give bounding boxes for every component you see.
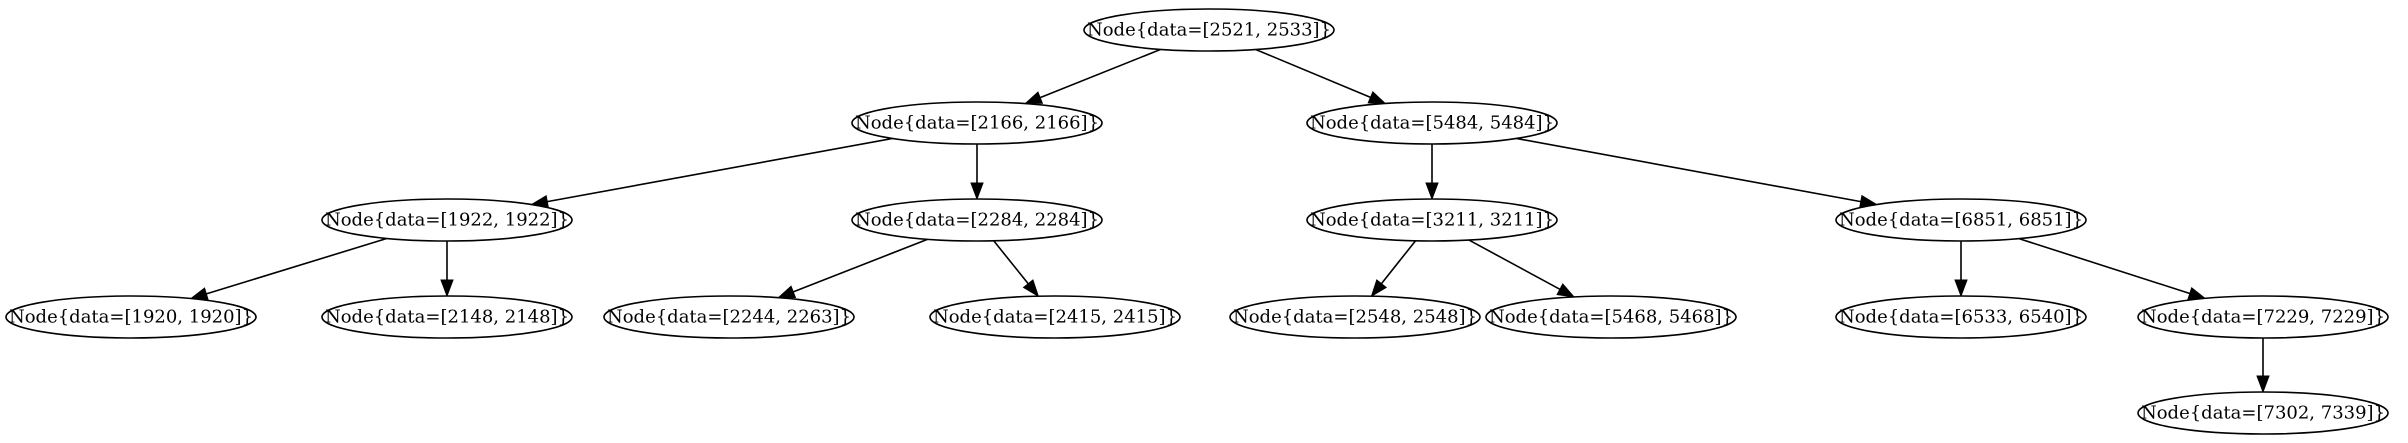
edges-layer [189, 48, 2270, 394]
node-label: Node{data=[2166, 2166]} [855, 113, 1099, 134]
edge-n6851-n7229 [2018, 237, 2207, 300]
node-label: Node{data=[2521, 2533]} [1087, 20, 1331, 41]
edge-n3211-n5468 [1468, 239, 1576, 298]
node-ellipse [851, 101, 1103, 145]
edge-n2284-n2244 [777, 238, 928, 299]
edge-arrowhead [2256, 375, 2270, 394]
node-label: Node{data=[2148, 2148]} [325, 307, 569, 328]
node-label: Node{data=[1920, 1920]} [9, 307, 253, 328]
node-ellipse [321, 295, 573, 339]
edge-n3211-n2548 [1370, 240, 1417, 298]
nodes-layer: Node{data=[2521, 2533]} Node{data=[2166, … [5, 8, 2389, 435]
edge-n6851-n6533 [1954, 241, 1968, 298]
edge-line [1516, 137, 1861, 203]
edge-arrowhead [1954, 279, 1968, 298]
edge-line [1255, 48, 1371, 99]
node-ellipse [1306, 101, 1558, 145]
tree-node-n3211: Node{data=[3211, 3211]} [1306, 198, 1558, 242]
tree-node-n2148: Node{data=[2148, 2148]} [321, 295, 573, 339]
tree-node-n2166: Node{data=[2166, 2166]} [851, 101, 1103, 145]
edge-line [1380, 240, 1417, 285]
edge-arrowhead [440, 279, 454, 298]
node-ellipse [1485, 295, 1737, 339]
node-label: Node{data=[2415, 2415]} [933, 307, 1177, 328]
edge-n5484-n6851 [1516, 137, 1878, 209]
tree-node-n1920: Node{data=[1920, 1920]} [5, 295, 257, 339]
node-ellipse [1306, 198, 1558, 242]
edge-line [1468, 239, 1561, 291]
edge-line [792, 238, 928, 293]
edge-arrowhead [1370, 279, 1388, 298]
node-label: Node{data=[7229, 7229]} [2141, 307, 2385, 328]
edge-line [2018, 237, 2191, 295]
tree-node-n2415: Node{data=[2415, 2415]} [929, 295, 1181, 339]
tree-node-n6533: Node{data=[6533, 6540]} [1835, 295, 2087, 339]
node-label: Node{data=[2548, 2548]} [1233, 307, 1477, 328]
tree-node-n5484: Node{data=[5484, 5484]} [1306, 101, 1558, 145]
node-label: Node{data=[1922, 1922]} [325, 210, 569, 231]
tree-node-n7229: Node{data=[7229, 7229]} [2137, 295, 2389, 339]
edge-arrowhead [970, 182, 984, 201]
edge-n1922-n1920 [189, 237, 388, 301]
node-ellipse [929, 295, 1181, 339]
tree-node-n7302: Node{data=[7302, 7339]} [2137, 391, 2389, 435]
edge-n7229-n7302 [2256, 338, 2270, 394]
tree-node-n2548: Node{data=[2548, 2548]} [1229, 295, 1481, 339]
edge-line [993, 240, 1029, 285]
node-ellipse [1229, 295, 1481, 339]
edge-n2166-n2284 [970, 144, 984, 201]
edge-arrowhead [1022, 279, 1040, 298]
edge-arrowhead [777, 285, 797, 299]
node-label: Node{data=[7302, 7339]} [2141, 403, 2385, 424]
edge-n5484-n3211 [1425, 144, 1439, 201]
tree-node-n2284: Node{data=[2284, 2284]} [851, 198, 1103, 242]
edge-line [206, 237, 388, 295]
edge-line [1039, 48, 1161, 99]
edge-n2521-n5484 [1255, 48, 1387, 105]
tree-node-n6851: Node{data=[6851, 6851]} [1835, 198, 2087, 242]
edge-n2521-n2166 [1023, 48, 1161, 105]
tree-node-n5468: Node{data=[5468, 5468]} [1485, 295, 1737, 339]
node-ellipse [1835, 198, 2087, 242]
tree-node-n2521: Node{data=[2521, 2533]} [1083, 8, 1335, 52]
tree-node-n1922: Node{data=[1922, 1922]} [321, 198, 573, 242]
node-ellipse [851, 198, 1103, 242]
tree-node-n2244: Node{data=[2244, 2263]} [603, 295, 855, 339]
node-label: Node{data=[6851, 6851]} [1839, 210, 2083, 231]
node-ellipse [1835, 295, 2087, 339]
node-label: Node{data=[2244, 2263]} [607, 307, 851, 328]
node-ellipse [2137, 295, 2389, 339]
node-ellipse [5, 295, 257, 339]
node-label: Node{data=[6533, 6540]} [1839, 307, 2083, 328]
node-label: Node{data=[3211, 3211]} [1310, 210, 1554, 231]
node-ellipse [321, 198, 573, 242]
edge-arrowhead [1425, 182, 1439, 201]
edge-n2166-n1922 [530, 137, 893, 209]
edge-arrowhead [189, 287, 209, 301]
node-label: Node{data=[5468, 5468]} [1489, 307, 1733, 328]
node-ellipse [2137, 391, 2389, 435]
edge-arrowhead [2187, 286, 2207, 300]
node-ellipse [603, 295, 855, 339]
node-ellipse [1083, 8, 1335, 52]
node-label: Node{data=[2284, 2284]} [855, 210, 1099, 231]
edge-n2284-n2415 [993, 240, 1040, 298]
edge-n1922-n2148 [440, 241, 454, 298]
node-label: Node{data=[5484, 5484]} [1310, 113, 1554, 134]
edge-line [547, 137, 893, 203]
edge-arrowhead [1367, 90, 1387, 105]
edge-arrowhead [1023, 91, 1044, 105]
edge-arrowhead [1556, 283, 1576, 298]
